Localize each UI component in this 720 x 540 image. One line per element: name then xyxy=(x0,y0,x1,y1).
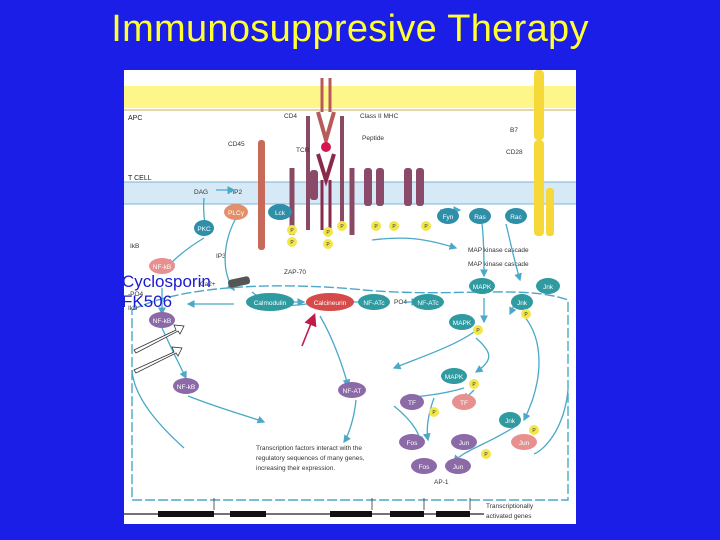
mapk-node-3: MAPK xyxy=(445,374,464,381)
cd4-label: CD4 xyxy=(284,113,297,120)
ikb-arrows xyxy=(133,324,185,374)
p-label: P xyxy=(484,452,488,458)
cd3-chains xyxy=(310,168,424,206)
p-label: P xyxy=(472,382,476,388)
cyclosporin-label: Cyclosporin xyxy=(122,272,211,291)
ip3-label: IP3 xyxy=(216,253,226,260)
gene-track xyxy=(124,498,484,517)
slide-title: Immunosuppresive Therapy xyxy=(111,8,589,50)
p-label: P xyxy=(340,224,344,230)
rac-node: Rac xyxy=(510,214,522,221)
jun-node-3: Jun xyxy=(453,464,464,471)
fos-node-1: Fos xyxy=(407,440,419,447)
fyn-node: Fyn xyxy=(443,214,454,221)
calmodulin-node: Calmodulin xyxy=(254,300,287,307)
jnk-node-1: Jnk xyxy=(543,284,554,291)
transcription-footnote: Transcription factors interact with the … xyxy=(256,445,365,472)
ikb-bottom-label: IkB xyxy=(128,305,137,312)
dag-label: DAG xyxy=(194,189,208,196)
p-label: P xyxy=(524,312,528,318)
phosphate-markers xyxy=(287,221,539,459)
p-label: P xyxy=(532,428,536,434)
p-label: P xyxy=(290,228,294,234)
plc-node: PLCγ xyxy=(228,210,245,217)
drug-callout: Cyclosporin FK506 xyxy=(122,272,211,312)
calcineurin-node: Calcineurin xyxy=(314,300,347,307)
b7-label: B7 xyxy=(510,127,518,134)
map-cascade-2-label: MAP kinase cascade xyxy=(468,261,529,268)
p-label: P xyxy=(326,230,330,236)
pathway-nodes xyxy=(149,204,560,474)
lck-node: Lck xyxy=(275,210,286,217)
jnk-node-2: Jnk xyxy=(517,300,528,307)
zap70-label: ZAP-70 xyxy=(284,269,306,276)
cd45-receptor xyxy=(258,140,265,250)
nuclear-envelope xyxy=(131,285,569,501)
tcell-label: T CELL xyxy=(128,175,152,182)
p-label: P xyxy=(290,240,294,246)
nfatc-node-1: NF-ATc xyxy=(363,300,385,307)
ras-node: Ras xyxy=(474,214,486,221)
genes-label-line-1: Transcriptionally xyxy=(486,503,534,510)
footnote-line-3: increasing their expression. xyxy=(256,465,335,472)
nfkb-node-3: NF-kB xyxy=(177,384,195,391)
calcium-channel xyxy=(227,276,251,288)
b7-cd28 xyxy=(534,70,554,236)
cd45-label: CD45 xyxy=(228,141,245,148)
mapk-node-2: MAPK xyxy=(453,320,472,327)
nfkb-node-2: NF-kB xyxy=(153,318,171,325)
pathway-svg: APC T CELL CD4 Class II MHC Peptide TCR … xyxy=(124,70,576,520)
tf-node-2: TF xyxy=(460,400,468,407)
nfatc-node-2: NF-ATc xyxy=(417,300,439,307)
mhc-label: Class II MHC xyxy=(360,113,399,120)
footnote-line-1: Transcription factors interact with the xyxy=(256,445,362,452)
p-label: P xyxy=(424,224,428,230)
map-cascade-1-label: MAP kinase cascade xyxy=(468,247,529,254)
tcr-label: TCR xyxy=(296,147,310,154)
p-label: P xyxy=(392,224,396,230)
po4-label: PO4 xyxy=(394,299,407,306)
pkc-node: PKC xyxy=(197,226,211,233)
node-labels: PKC PLCγ Lck Fyn Ras Rac NF-kB NF-kB Cal… xyxy=(153,210,554,471)
jun-node-1: Jun xyxy=(459,440,470,447)
cd28-label: CD28 xyxy=(506,149,523,156)
mapk-node-1: MAPK xyxy=(473,284,492,291)
p-label: P xyxy=(432,410,436,416)
ca-label: Ca2+ xyxy=(200,281,216,288)
phosphate-labels: P P P P P P P P P P P P P P xyxy=(290,224,536,458)
jun-node-2: Jun xyxy=(519,440,530,447)
apc-membrane-band xyxy=(124,86,576,108)
jnk-node-3: Jnk xyxy=(505,418,516,425)
signaling-diagram: APC T CELL CD4 Class II MHC Peptide TCR … xyxy=(124,70,576,524)
p-label: P xyxy=(326,242,330,248)
nfkb-node-1: NF-kB xyxy=(153,264,171,271)
drug-target-arrow xyxy=(301,313,317,347)
peptide-label: Peptide xyxy=(362,135,384,142)
apc-label: APC xyxy=(128,115,142,122)
p-label: P xyxy=(374,224,378,230)
genes-label-line-2: activated genes xyxy=(486,513,532,520)
tcr-mhc-complex xyxy=(289,78,355,235)
tf-node-1: TF xyxy=(408,400,416,407)
ikb-top-label: IkB xyxy=(130,243,139,250)
p-label: P xyxy=(476,328,480,334)
footnote-line-2: regulatory sequences of many genes, xyxy=(256,455,365,462)
fos-node-2: Fos xyxy=(419,464,431,471)
ap1-label: AP-1 xyxy=(434,479,449,486)
ikb-po4-label: -PO4 xyxy=(128,291,144,298)
nfat-node: NF-AT xyxy=(343,388,362,395)
fk506-label: FK506 xyxy=(122,292,173,311)
